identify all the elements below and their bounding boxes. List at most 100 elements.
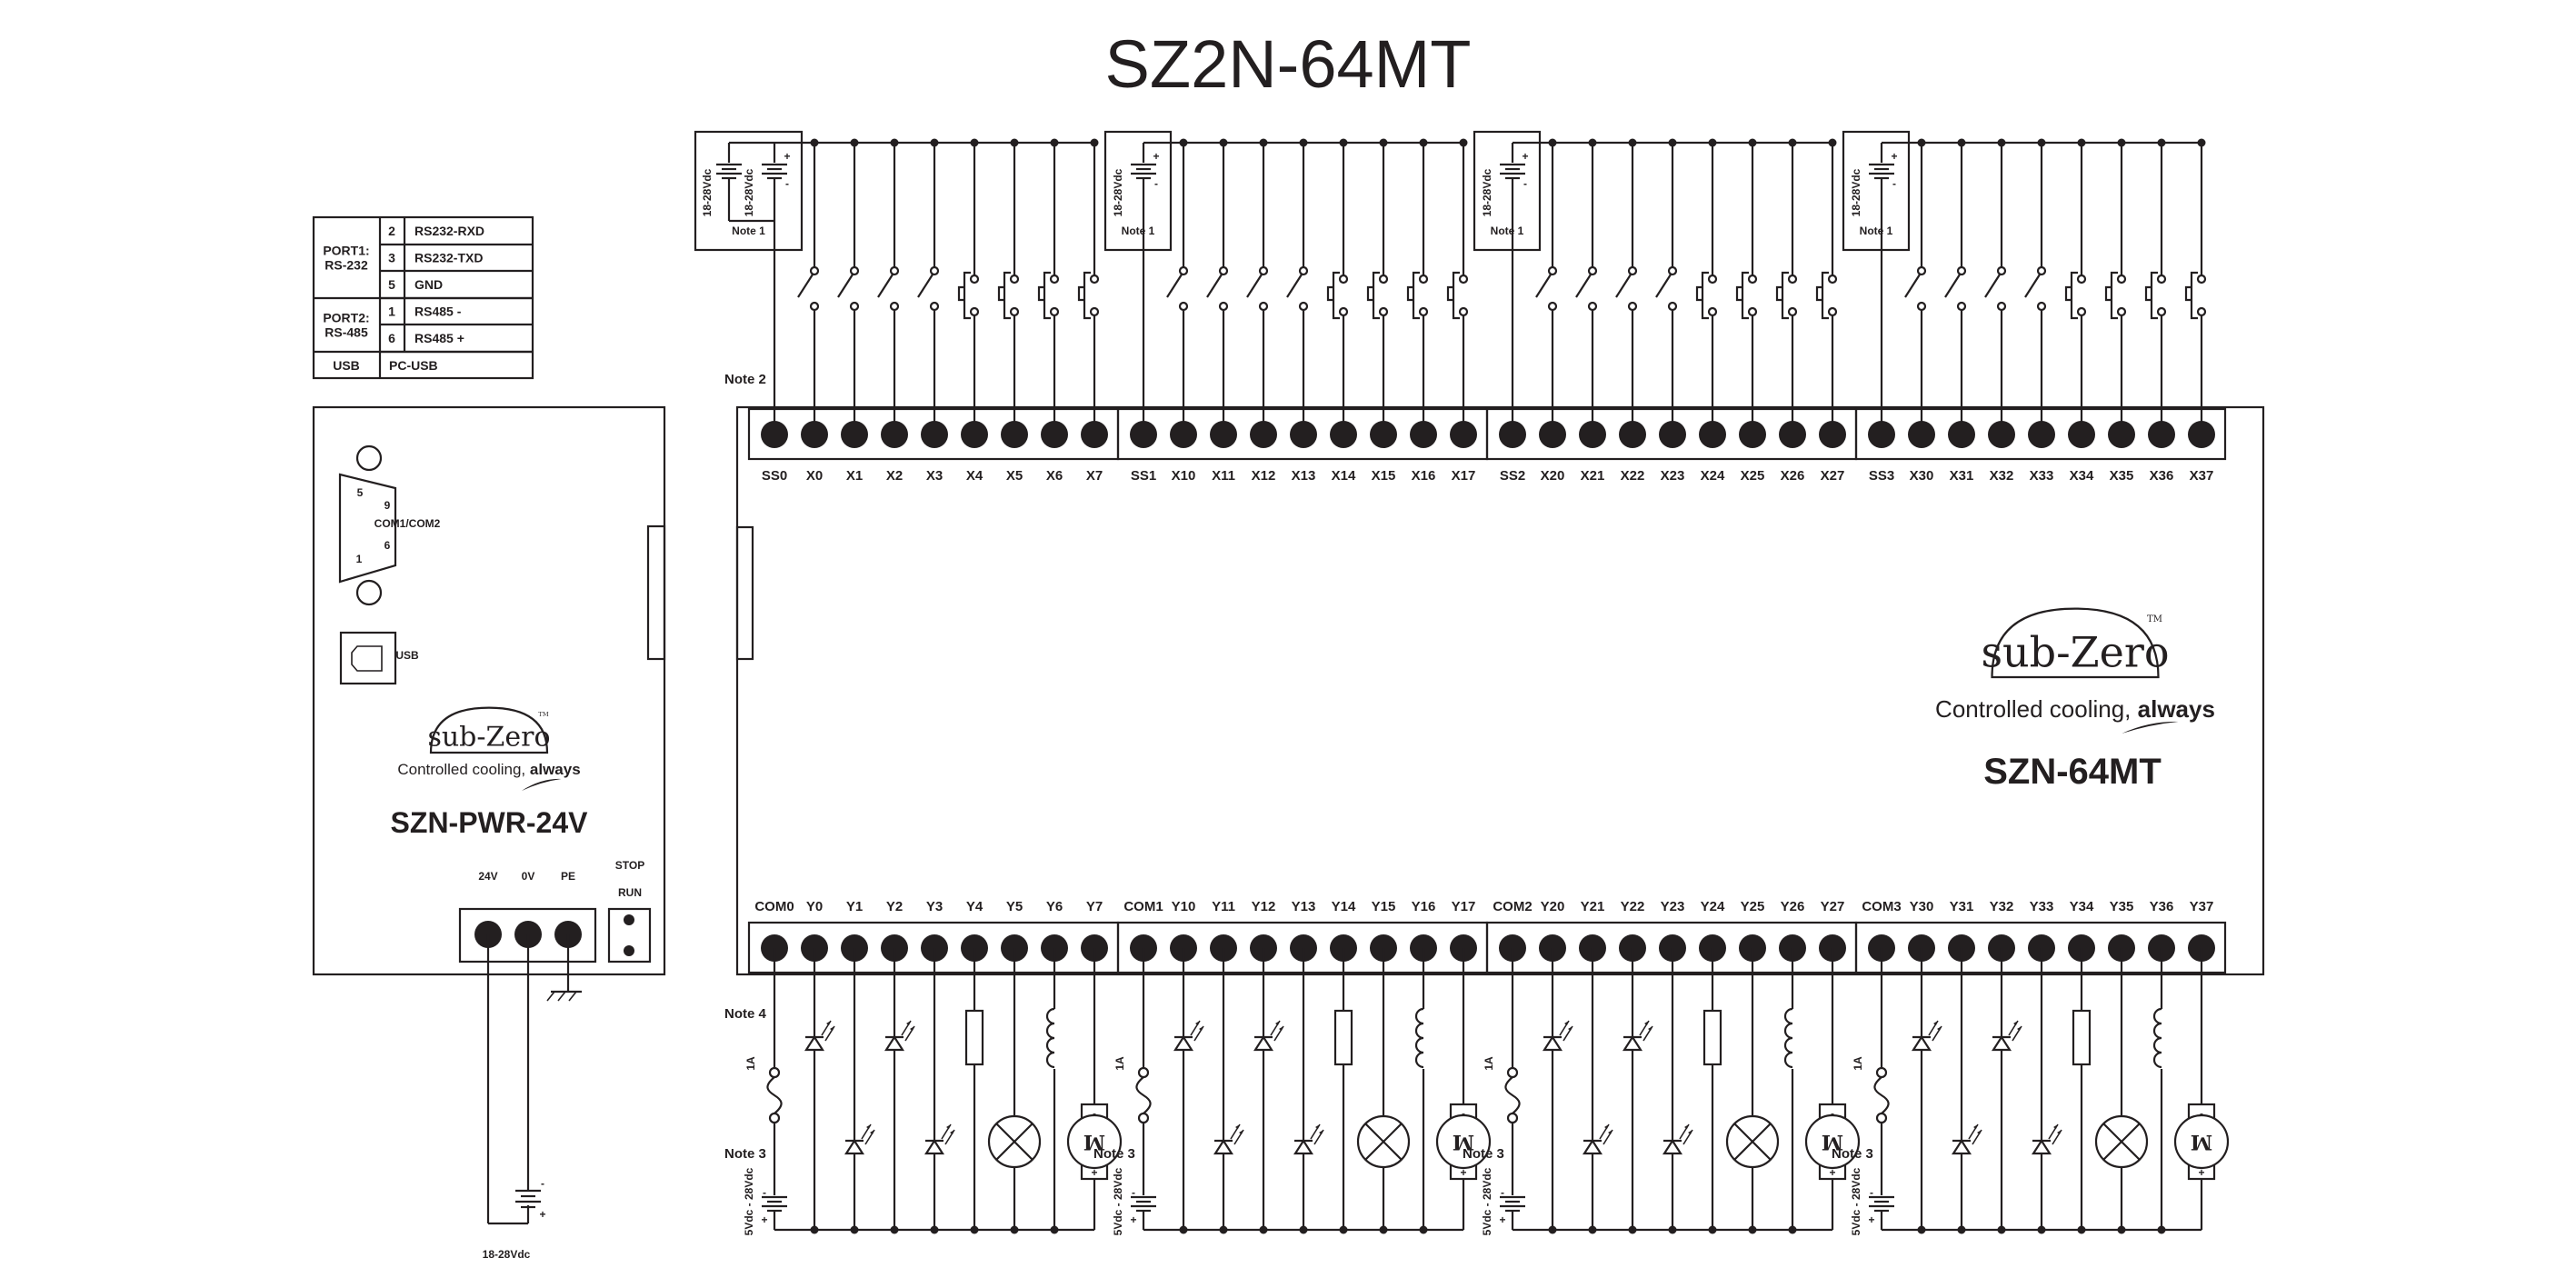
pushbutton-actuator [2144, 285, 2152, 302]
db9-pin-number: 9 [384, 499, 391, 512]
note-4-label: Note 4 [724, 1006, 767, 1022]
switch-lever [1944, 274, 1961, 298]
led-arrowhead [826, 1021, 831, 1025]
led-arrowhead [906, 1021, 911, 1025]
screw-terminal [1081, 421, 1108, 448]
port-type: RS-232 [324, 258, 368, 273]
output-label: Y13 [1292, 899, 1316, 914]
output-supply-label: 5Vdc - 28Vdc [743, 1167, 755, 1235]
note-3-label: Note 3 [724, 1146, 766, 1162]
input-label: X17 [1452, 468, 1476, 484]
contact [1089, 306, 1100, 317]
junction-dot [1957, 1225, 1966, 1234]
swoosh [521, 778, 562, 791]
battery-minus: - [763, 1186, 766, 1199]
side-connector-tab [735, 525, 754, 661]
note-1-box [694, 130, 804, 252]
contact [1667, 301, 1678, 312]
fuse-end [768, 1112, 781, 1124]
contact [1218, 301, 1229, 312]
pushbutton-actuator [2064, 285, 2072, 302]
junction-dot [1997, 1225, 2006, 1234]
lamp-cross [995, 1123, 1033, 1161]
output-common-label: COM1 [1123, 899, 1163, 914]
switch-lever [797, 274, 814, 298]
led-triangle [1542, 1034, 1563, 1052]
pushbutton-bar [963, 271, 971, 320]
db9-pin-number: 1 [356, 553, 363, 565]
input-label: X26 [1781, 468, 1805, 484]
led-arrowhead [1684, 1124, 1689, 1129]
contact [2196, 306, 2207, 317]
resistor-icon [1333, 1009, 1353, 1066]
contact [2076, 306, 2087, 317]
lamp-cross [2102, 1123, 2141, 1161]
run-label: RUN [618, 886, 642, 899]
pushbutton-actuator [1037, 285, 1044, 302]
tagline: Controlled cooling, always [397, 761, 580, 778]
pushbutton-actuator [1366, 285, 1373, 302]
resistor-icon [1702, 1009, 1722, 1066]
motor-label: M [1083, 1130, 1105, 1153]
plc-model: SZN-64MT [1983, 752, 2162, 792]
contact [1916, 301, 1927, 312]
pin-number: 6 [388, 331, 395, 345]
input-label: X20 [1541, 468, 1565, 484]
led-arrowhead [1275, 1021, 1280, 1025]
pushbutton-bar [2190, 271, 2198, 320]
pin-signal: RS232-RXD [414, 224, 484, 238]
pushbutton-bar [1332, 271, 1340, 320]
contact [2036, 265, 2047, 276]
junction-dot [1259, 1225, 1268, 1234]
led-triangle [804, 1034, 825, 1052]
led-arrowhead [1933, 1021, 1938, 1025]
screw-terminal [1779, 421, 1806, 448]
logo-arc [1991, 607, 2160, 679]
junction-dot [1219, 1225, 1228, 1234]
battery-minus: - [1892, 177, 1896, 190]
led-triangle [1173, 1034, 1194, 1052]
input-label: X0 [806, 468, 823, 484]
ground-hatch [557, 991, 566, 1002]
input-label: X34 [2070, 468, 2094, 484]
screw-terminal [1868, 421, 1895, 448]
led-arrowhead [1279, 1026, 1283, 1031]
contact [1707, 306, 1718, 317]
battery-minus: - [1132, 1186, 1135, 1199]
output-label: Y1 [846, 899, 863, 914]
input-label: X16 [1412, 468, 1436, 484]
junction-dot [1628, 1225, 1637, 1234]
contact [1956, 265, 1967, 276]
junction-dot [1917, 1225, 1926, 1234]
led-triangle [1991, 1034, 2012, 1052]
led-triangle [844, 1138, 865, 1155]
motor-label: M [1822, 1130, 1843, 1153]
battery-plus: + [1522, 150, 1528, 163]
led-triangle [1951, 1138, 1972, 1155]
output-label: Y21 [1581, 899, 1605, 914]
output-supply-label: 5Vdc - 28Vdc [1112, 1167, 1124, 1235]
logo-arc [429, 706, 549, 754]
tagline-text: Controlled cooling, [1935, 695, 2131, 723]
fuse-rating: 1A [1852, 1056, 1864, 1071]
input-label: X5 [1006, 468, 1023, 484]
inductor-icon [1045, 1007, 1055, 1069]
contact [1378, 306, 1389, 317]
input-label: X33 [2030, 468, 2054, 484]
inductor-icon [2152, 1007, 2162, 1069]
mount-hole [355, 444, 383, 472]
motor-minus: - [1462, 1107, 1465, 1120]
output-label: Y26 [1781, 899, 1805, 914]
screw-terminal [1819, 421, 1846, 448]
battery-plus: + [1153, 150, 1159, 163]
port-type: RS-485 [324, 325, 368, 340]
junction-dot [1299, 1225, 1308, 1234]
battery-plus: + [761, 1213, 767, 1226]
output-label: Y30 [1910, 899, 1934, 914]
junction-dot [1748, 1225, 1757, 1234]
pin-number: 5 [388, 277, 395, 292]
tagline-text: Controlled cooling, [397, 761, 525, 778]
